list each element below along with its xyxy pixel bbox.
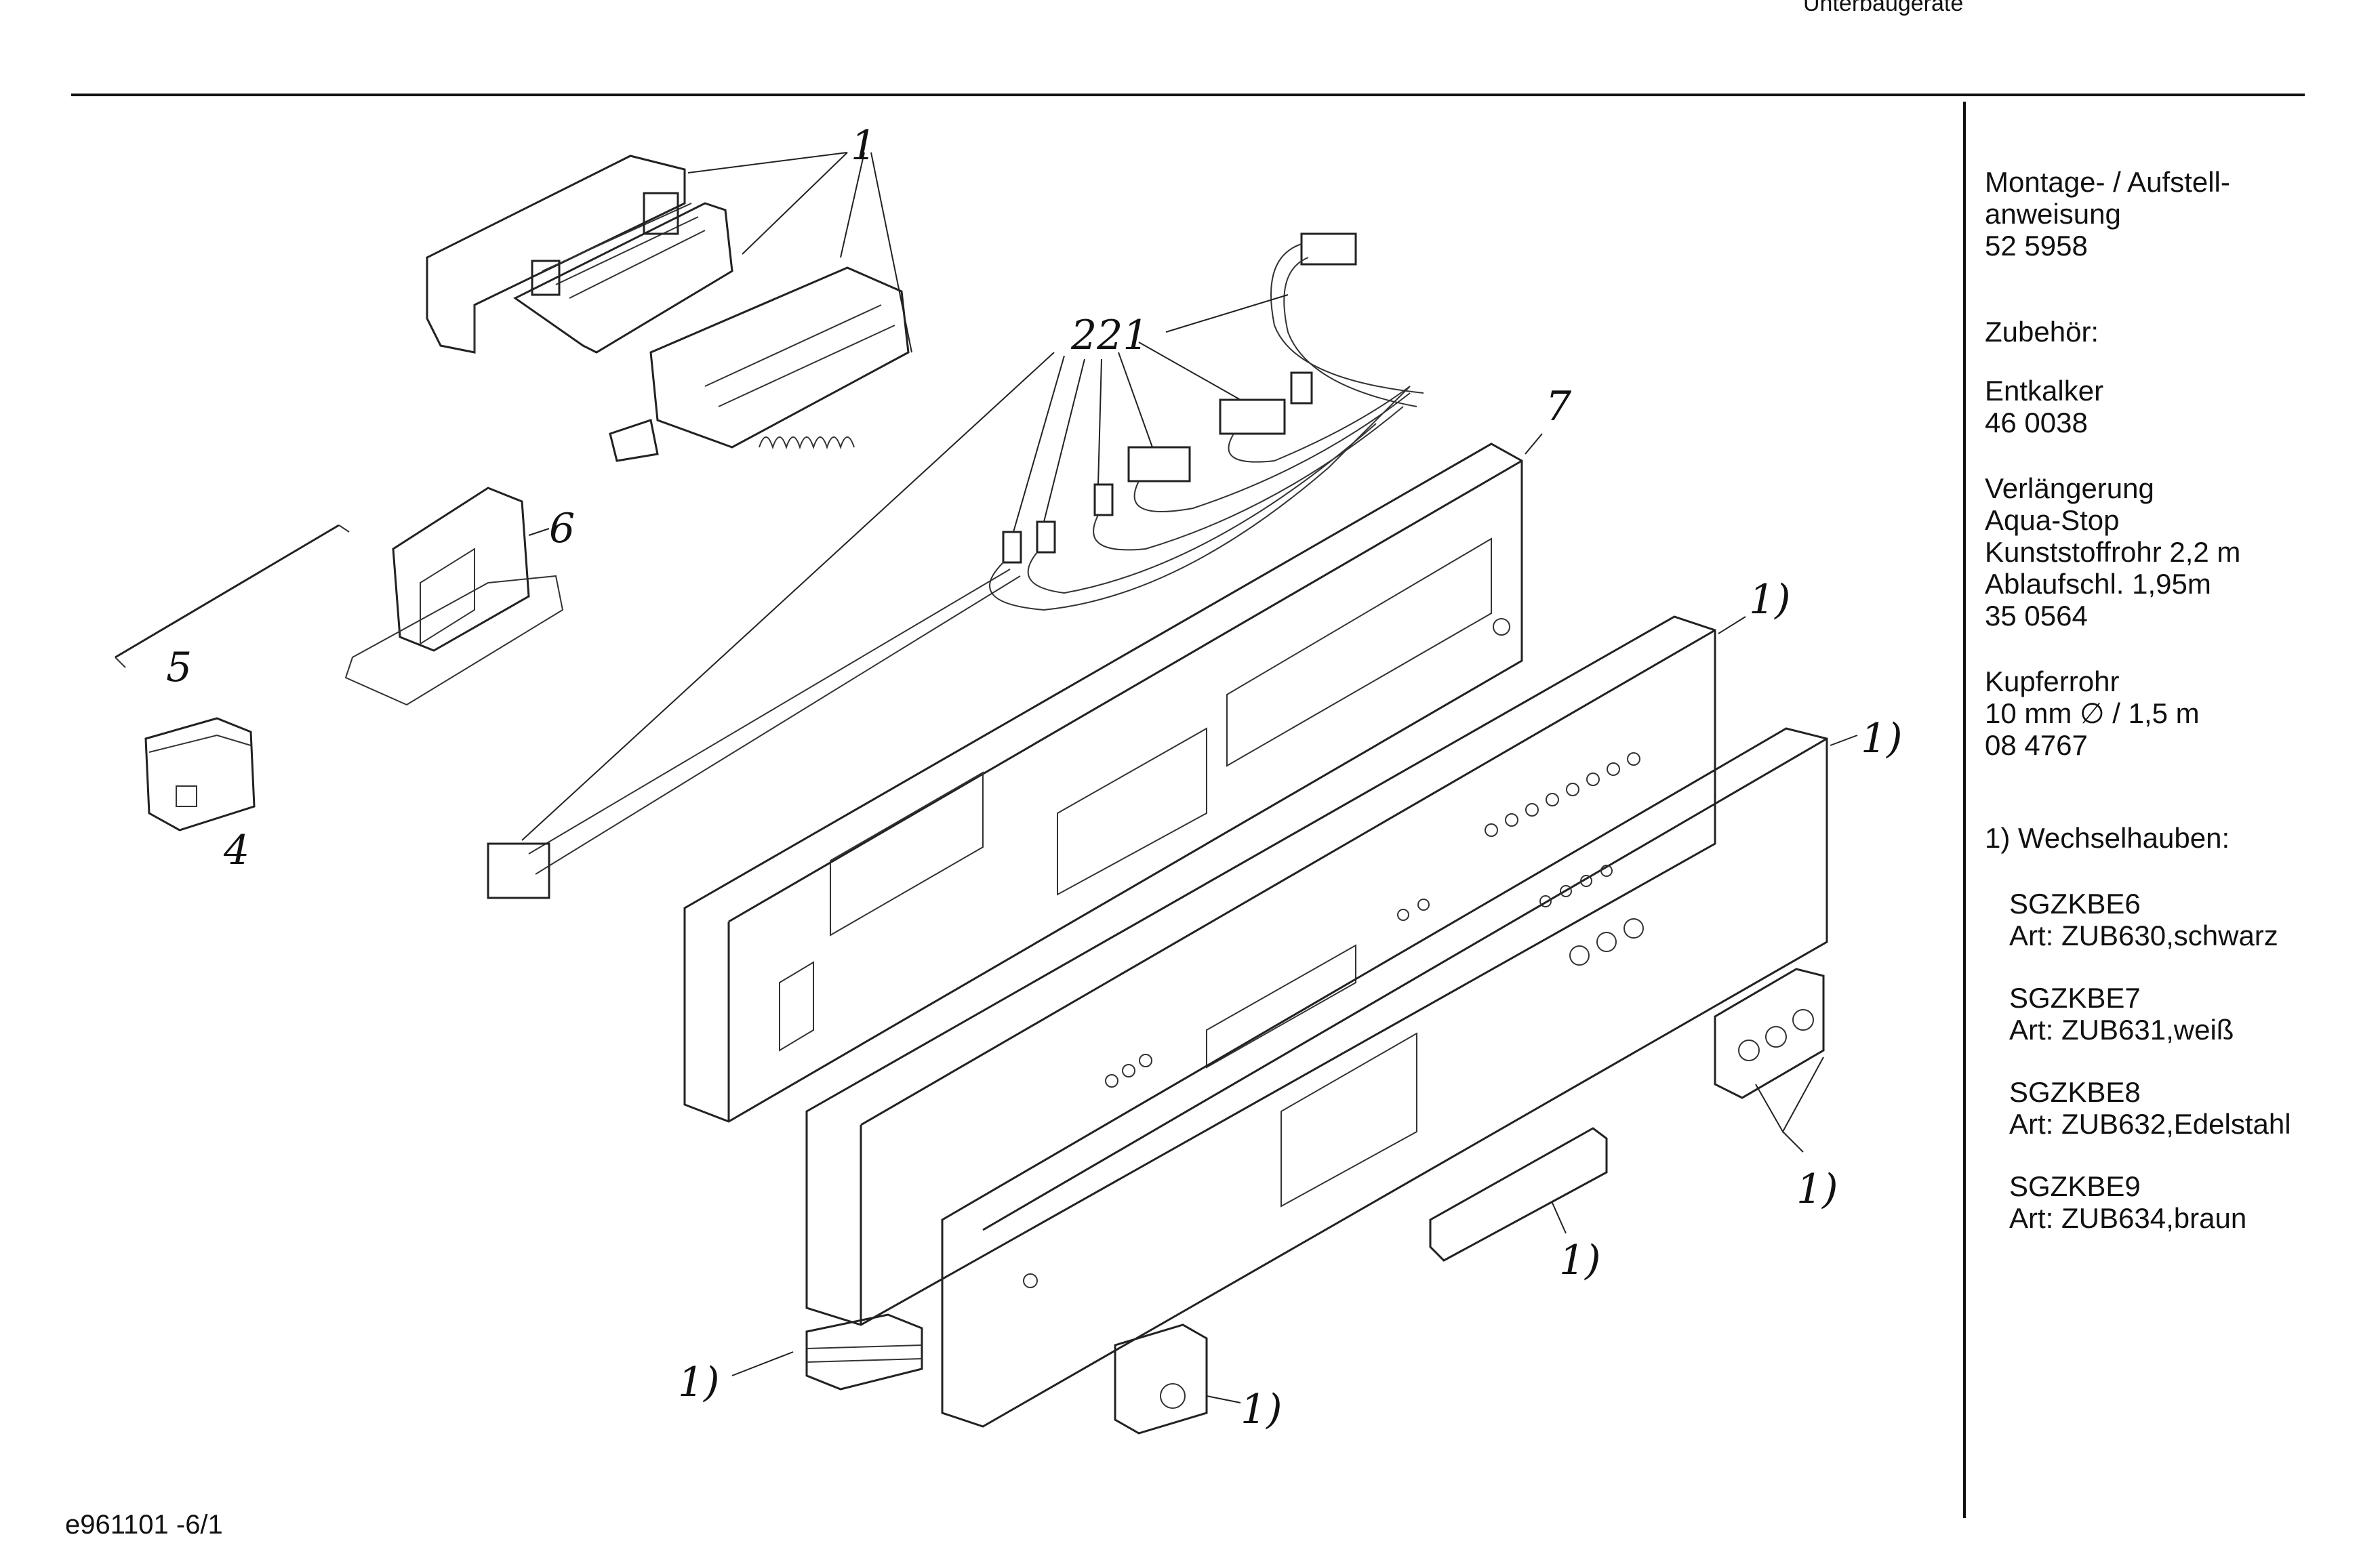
knob xyxy=(1114,1323,1208,1435)
callout-1-top: 1 xyxy=(851,122,876,169)
callout-221: 221 xyxy=(1070,312,1149,359)
info-line: 52 5958 xyxy=(1985,230,2088,262)
info-covers-heading: 1) Wechselhauben: xyxy=(1985,822,2364,854)
feet-stack xyxy=(805,1313,923,1391)
info-line: Kunststoffrohr 2,2 m xyxy=(1985,536,2241,568)
info-extension: Verlängerung Aqua-Stop Kunststoffrohr 2,… xyxy=(1985,472,2364,632)
callout-1-d: 1) xyxy=(1559,1237,1601,1284)
control-panel-cover xyxy=(805,615,1716,1326)
info-line: Art: ZUB632,Edelstahl xyxy=(2009,1108,2291,1140)
info-line: Art: ZUB634,braun xyxy=(2009,1202,2247,1234)
info-accessories-heading: Zubehör: xyxy=(1985,316,2364,348)
info-descaler: Entkalker 46 0038 xyxy=(1985,375,2364,438)
info-line: Zubehör: xyxy=(1985,316,2099,348)
drawing-code: e961101 -6/1 xyxy=(65,1510,223,1540)
top-rule xyxy=(71,94,2305,96)
info-line: SGZKBE7 xyxy=(2009,982,2141,1014)
info-cover-sgzkbe8: SGZKBE8 Art: ZUB632,Edelstahl xyxy=(1985,1076,2364,1140)
callout-4: 4 xyxy=(223,827,249,874)
callout-1-e: 1) xyxy=(678,1359,720,1406)
knob-set xyxy=(1714,968,1825,1099)
info-line: SGZKBE6 xyxy=(2009,888,2141,920)
info-line: Montage- / Aufstell- xyxy=(1985,166,2230,198)
info-line: 08 4767 xyxy=(1985,729,2088,761)
info-line: 35 0564 xyxy=(1985,600,2088,632)
info-line: Art: ZUB631,weiß xyxy=(2009,1014,2234,1046)
info-line: anweisung xyxy=(1985,198,2121,230)
part-221-wiring-harness xyxy=(487,232,1424,899)
info-line: 46 0038 xyxy=(1985,407,2088,438)
part-6-bracket xyxy=(344,487,564,706)
info-line: Art: ZUB630,schwarz xyxy=(2009,920,2278,951)
callout-1-a: 1) xyxy=(1749,576,1791,623)
info-line: SGZKBE8 xyxy=(2009,1076,2141,1108)
info-installation: Montage- / Aufstell- anweisung 52 5958 xyxy=(1985,166,2364,262)
callout-5: 5 xyxy=(166,644,192,691)
callout-1-f: 1) xyxy=(1241,1386,1283,1433)
info-line: Kupferrohr xyxy=(1985,665,2120,697)
sidebar-info: Montage- / Aufstell- anweisung 52 5958 Z… xyxy=(1985,166,2364,1268)
info-cover-sgzkbe9: SGZKBE9 Art: ZUB634,braun xyxy=(1985,1170,2364,1234)
info-cover-sgzkbe6: SGZKBE6 Art: ZUB630,schwarz xyxy=(1985,888,2364,951)
callout-1-c: 1) xyxy=(1796,1166,1838,1213)
part-7-frame xyxy=(683,443,1523,1123)
info-line: 10 mm ∅ / 1,5 m xyxy=(1985,697,2200,729)
info-line: Aqua-Stop xyxy=(1985,504,2120,536)
info-line: SGZKBE9 xyxy=(2009,1170,2141,1202)
part-4-switch xyxy=(144,717,256,831)
callout-1-b: 1) xyxy=(1861,715,1903,762)
display-strip xyxy=(1429,1127,1608,1262)
info-cover-sgzkbe7: SGZKBE7 Art: ZUB631,weiß xyxy=(1985,982,2364,1046)
front-panel xyxy=(941,727,1828,1428)
info-line: 1) Wechselhauben: xyxy=(1985,822,2230,854)
header-title: Unterbaugeräte xyxy=(1803,0,1964,16)
info-copper-pipe: Kupferrohr 10 mm ∅ / 1,5 m 08 4767 xyxy=(1985,665,2364,761)
part-5-rod xyxy=(115,524,350,668)
info-line: Entkalker xyxy=(1985,375,2104,407)
sidebar-divider xyxy=(1963,102,1966,1518)
callout-6: 6 xyxy=(549,505,575,552)
part-1-electronic-module xyxy=(426,155,910,462)
info-line: Verlängerung xyxy=(1985,472,2154,504)
info-line: Ablaufschl. 1,95m xyxy=(1985,568,2211,600)
callout-7: 7 xyxy=(1546,383,1572,430)
